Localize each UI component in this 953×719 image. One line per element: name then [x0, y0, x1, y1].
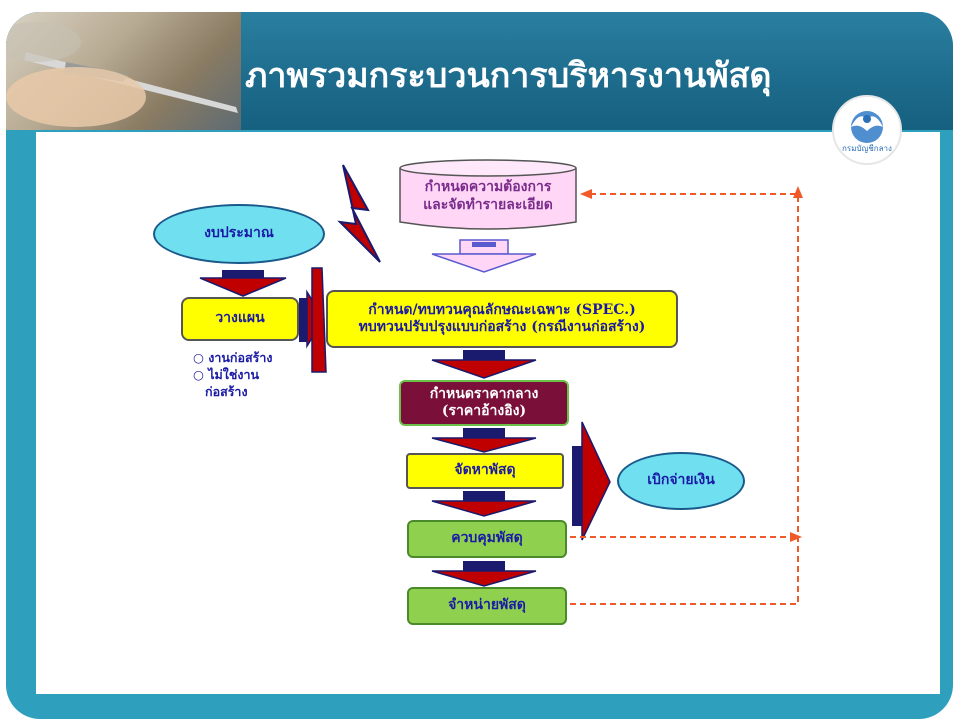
header-band [6, 12, 953, 130]
hollow-down-arrow [431, 239, 537, 273]
feedback-arrowhead-right [790, 532, 802, 542]
pen-illustration [6, 22, 238, 127]
lightning-arrow-top [337, 164, 381, 263]
header-photo-hand-pen [6, 12, 241, 130]
arrow-budget-to-plan [199, 270, 287, 297]
comptroller-general-logo: กรมบัญชีกลาง [832, 95, 902, 165]
disposal-node: จำหน่ายพัสดุ [407, 587, 567, 625]
median-price-node: กำหนดราคากลาง (ราคาอ้างอิง) [399, 380, 569, 426]
feedback-arrowhead-side [793, 186, 803, 198]
feedback-loop [570, 193, 799, 605]
arrow-control-to-dispose [431, 561, 537, 587]
arrow-procure-to-disburse [572, 421, 611, 541]
arrow-price-to-procure [431, 428, 537, 453]
requirements-label: กำหนดความต้องการ และจัดทำรายละเอียด [423, 179, 553, 214]
arrow-spec-to-price [431, 350, 537, 379]
page-title: ภาพรวมกระบวนการบริหารงานพัสดุ [245, 56, 772, 96]
procurement-node: จัดหาพัสดุ [406, 453, 564, 489]
control-node: ควบคุมพัสดุ [407, 520, 567, 558]
disbursement-node: เบิกจ่ายเงิน [617, 452, 745, 510]
budget-node: งบประมาณ [153, 204, 325, 264]
garuda-seal-icon [851, 111, 883, 143]
plan-node: วางแผน [181, 297, 299, 341]
logo-label: กรมบัญชีกลาง [842, 144, 892, 153]
spec-node: กำหนด/ทบทวนคุณลักษณะเฉพาะ (SPEC.) ทบทวนป… [326, 290, 678, 348]
arrow-procure-to-control [431, 491, 537, 517]
requirements-cylinder [399, 159, 577, 230]
lightning-arrow-spec [311, 267, 327, 373]
feedback-arrowhead-top [580, 189, 592, 199]
plan-types-list: ○ งานก่อสร้าง ○ ไม่ใช่งาน ก่อสร้าง [193, 350, 273, 399]
